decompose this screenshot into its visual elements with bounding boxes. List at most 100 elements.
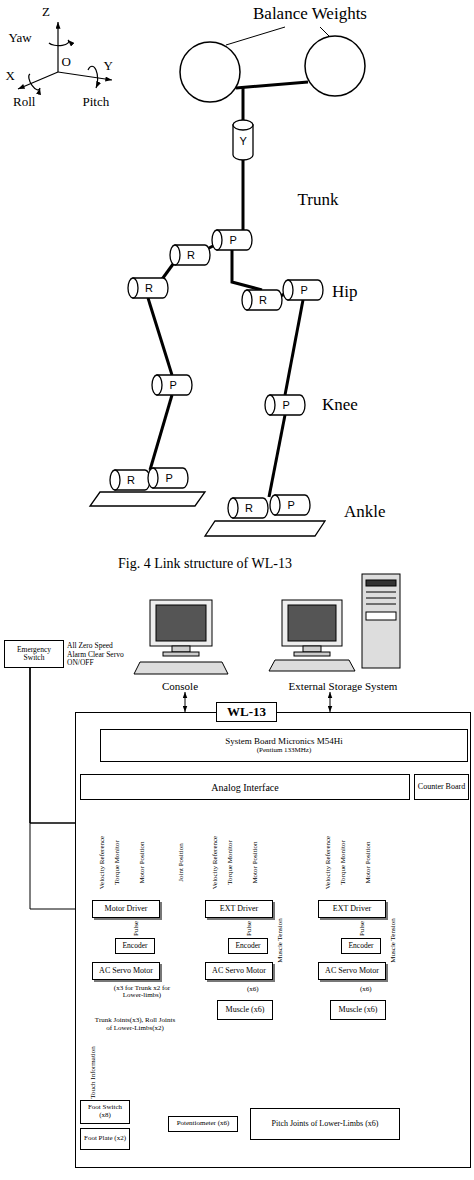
axes	[88, 66, 98, 88]
storage-icon	[269, 660, 355, 671]
part-label: Balance Weights	[253, 5, 367, 24]
computer-icon	[156, 605, 206, 641]
node-text: Counter Board	[416, 783, 467, 792]
axis-label: O	[62, 55, 71, 69]
node-text: Emergency Switch	[5, 646, 63, 663]
storage-icon	[366, 580, 396, 586]
storage-icon	[366, 604, 396, 605]
joint-actuator	[233, 120, 253, 160]
part-label: Trunk	[298, 191, 339, 210]
balance-weight	[180, 36, 365, 102]
robot-link	[236, 82, 308, 88]
node-text: Trunk Joints(x3), Roll Joints of Lower-L…	[92, 1017, 178, 1032]
figure-caption: Fig. 4 Link structure of WL-13	[118, 556, 292, 571]
computer-icon	[150, 600, 212, 646]
node-text: Pitch Joints of Lower-Limbs (x6)	[270, 1120, 381, 1129]
axes	[57, 22, 58, 72]
node-text: External Storage System	[287, 680, 400, 692]
joint-letter: R	[126, 474, 136, 486]
joint-letter: P	[229, 234, 238, 246]
storage-icon	[366, 612, 396, 620]
signal-label: Pulse	[359, 919, 366, 936]
node-text: Motor Driver	[103, 905, 150, 914]
foot-plate	[90, 492, 325, 536]
axis-label: Z	[42, 5, 50, 19]
axis-label: Yaw	[9, 31, 32, 45]
node-text: Encoder	[121, 942, 150, 950]
interface-box: Analog Interface	[80, 774, 410, 800]
storage-icon	[269, 574, 400, 671]
joint-letter: P	[165, 472, 174, 484]
node-text: AC Servo Motor	[323, 967, 381, 976]
joint-actuator	[152, 375, 192, 395]
storage-icon	[362, 574, 400, 668]
joint-actuator	[265, 395, 305, 415]
storage-icon	[366, 592, 396, 593]
joint-letter: R	[144, 282, 154, 294]
motor-box: AC Servo Motor	[205, 962, 273, 980]
robot-link	[242, 155, 245, 230]
axis-label: Roll	[13, 95, 35, 109]
joint-actuator	[212, 230, 252, 250]
signal-label: Motor Position	[365, 840, 372, 884]
signal-label: Velocity Reference	[325, 834, 332, 889]
storage-icon	[294, 652, 330, 656]
system-frame: WL-13System Board Micronics M54Hi(Pentiu…	[75, 712, 471, 1168]
axes	[29, 74, 40, 90]
part-label: Knee	[322, 396, 358, 415]
count-note: (x3 for Trunk x2 for Lower-limbs)	[105, 985, 179, 1000]
signal-line	[185, 692, 186, 712]
plate-box: Foot Plate (x2)	[80, 1128, 130, 1150]
node-text: Analog Interface	[209, 782, 280, 793]
part-label: Hip	[332, 283, 358, 302]
signal-label: Motor Position	[139, 840, 146, 884]
joint-letter: Y	[239, 135, 248, 147]
robot-link	[148, 298, 172, 375]
computer-node: External Storage System	[268, 572, 418, 692]
joint-letter: R	[186, 249, 196, 261]
signal-label: Motor Position	[252, 840, 259, 884]
node-text: Encoder	[234, 942, 263, 950]
computer-icon	[134, 600, 228, 674]
node-text: System Board Micronics M54Hi	[223, 737, 345, 747]
driver-box: EXT Driver	[318, 900, 386, 918]
computer-icon	[163, 652, 199, 656]
node-text: AC Servo Motor	[210, 967, 268, 976]
foot-plate	[90, 492, 205, 506]
axis-label: Y	[104, 59, 113, 73]
computer-icon	[134, 662, 228, 674]
balance-weight	[180, 42, 240, 102]
joint-letter: R	[244, 502, 254, 514]
muscle-box: Muscle (x6)	[217, 1000, 273, 1020]
count-note: (x6)	[360, 986, 372, 994]
board-box: System Board Micronics M54Hi(Pentium 133…	[100, 729, 468, 762]
joint-letter: P	[282, 399, 291, 411]
count-note: (x6)	[247, 986, 259, 994]
node-text: (Pentium 133MHz)	[255, 747, 314, 755]
robot-link	[242, 87, 245, 125]
axis-label: X	[6, 69, 15, 83]
joint-letter: P	[287, 499, 296, 511]
signal-label: Torque Monitor	[227, 839, 234, 885]
joint-actuator	[228, 498, 268, 518]
storage-icon	[288, 605, 336, 641]
balance-weight	[305, 36, 365, 96]
computer-node: Console	[130, 596, 230, 692]
joint-letter: P	[169, 379, 178, 391]
driver-box: Motor Driver	[92, 900, 160, 918]
axes	[49, 40, 69, 46]
signal-label: All Zero Speed Alarm Clear Servo ON/OFF	[66, 642, 130, 668]
driver-box: EXT Driver	[205, 900, 273, 918]
robot-link	[285, 300, 303, 395]
signal-label: Muscle Tension	[390, 917, 397, 963]
node-text: Muscle (x6)	[224, 1006, 267, 1015]
node-text: Foot Plate (x2)	[82, 1135, 128, 1143]
storage-icon	[303, 646, 321, 652]
node-text: Encoder	[347, 942, 376, 950]
node-text: Muscle (x6)	[337, 1006, 380, 1015]
encoder-box: Encoder	[228, 938, 268, 954]
joint-actuator	[110, 470, 150, 490]
joint-actuator	[270, 495, 310, 515]
encoder-box: Encoder	[115, 938, 155, 954]
